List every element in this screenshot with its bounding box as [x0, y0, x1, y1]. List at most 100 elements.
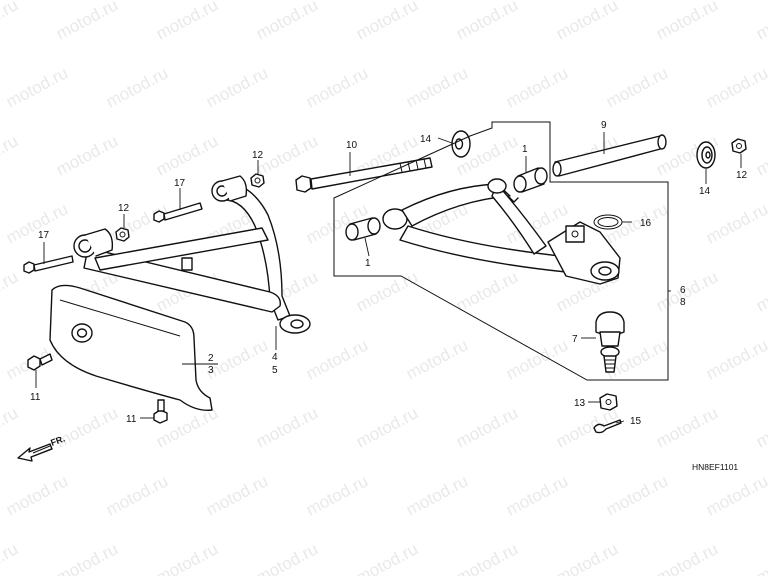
- watermark-text: motod.ru: [303, 471, 371, 519]
- watermark-text: motod.ru: [603, 199, 671, 247]
- watermark-text: motod.ru: [103, 199, 171, 247]
- watermark-text: motod.ru: [53, 131, 121, 179]
- callout-13: 13: [574, 398, 586, 409]
- callout-15: 15: [630, 416, 642, 427]
- callout-4: 4: [272, 352, 278, 363]
- watermark-text: motod.ru: [453, 0, 521, 44]
- callout-12-right: 12: [736, 170, 748, 181]
- watermark-text: motod.ru: [653, 0, 721, 44]
- direction-label: FR.: [49, 434, 66, 448]
- watermark-text: motod.ru: [253, 539, 321, 576]
- assembly-6-8-bracket: [333, 121, 669, 381]
- watermark-text: motod.ru: [553, 539, 621, 576]
- watermark-text: motod.ru: [603, 471, 671, 519]
- pivot-shaft-9: [552, 134, 667, 177]
- left-fasteners: [23, 173, 265, 424]
- watermark-text: motod.ru: [703, 199, 768, 247]
- watermark-text: motod.ru: [353, 267, 421, 315]
- pivot-bolt-10: [295, 157, 433, 193]
- skid-guard: [49, 284, 213, 411]
- watermark-text: motod.ru: [153, 0, 221, 44]
- watermark-text: motod.ru: [103, 63, 171, 111]
- callouts: 10 14 1 1 9 14 12 16 6 8 7 13 15 12 17 1…: [30, 120, 748, 427]
- callout-5: 5: [272, 365, 278, 376]
- watermark-text: motod.ru: [203, 471, 271, 519]
- watermark-text: motod.ru: [0, 0, 21, 44]
- washer-14-right: [696, 141, 716, 169]
- watermark-text: motod.ru: [153, 539, 221, 576]
- watermark-text: motod.ru: [53, 539, 121, 576]
- watermark-text: motod.ru: [0, 539, 21, 576]
- watermark-text: motod.ru: [303, 335, 371, 383]
- watermark-text: motod.ru: [453, 539, 521, 576]
- front-direction-arrow: FR.: [17, 434, 66, 462]
- bushing-1-front: [345, 217, 381, 241]
- callout-10: 10: [346, 140, 358, 151]
- callout-14-right: 14: [699, 186, 711, 197]
- watermark-text: motod.ru: [403, 335, 471, 383]
- watermark-text: motod.ru: [653, 539, 721, 576]
- circlip-16: [593, 214, 623, 230]
- castle-nut-13: [599, 393, 618, 411]
- watermark-text: motod.ru: [253, 403, 321, 451]
- watermark-text: motod.ru: [253, 131, 321, 179]
- callout-3: 3: [208, 365, 214, 376]
- watermark-text: motod.ru: [753, 403, 768, 451]
- watermark-text: motod.ru: [653, 403, 721, 451]
- diagram-code: HN8EF1101: [692, 462, 738, 472]
- callout-11-bottom: 11: [126, 414, 137, 425]
- watermark-text: motod.ru: [453, 403, 521, 451]
- callout-6: 6: [680, 285, 686, 296]
- bushing-1-rear: [513, 167, 548, 193]
- callout-16: 16: [640, 218, 652, 229]
- callout-9: 9: [601, 120, 607, 131]
- watermark-text: motod.ru: [3, 63, 71, 111]
- ball-joint-7: [595, 311, 625, 373]
- watermark-text: motod.ru: [453, 267, 521, 315]
- watermark-text: motod.ru: [303, 63, 371, 111]
- watermark-text: motod.ru: [353, 539, 421, 576]
- watermark-text: motod.ru: [753, 131, 768, 179]
- watermark-text: motod.ru: [753, 539, 768, 576]
- watermark-text: motod.ru: [503, 63, 571, 111]
- callout-1-front: 1: [365, 258, 371, 269]
- watermark-text: motod.ru: [653, 267, 721, 315]
- callout-2: 2: [208, 353, 214, 364]
- callout-11-left: 11: [30, 392, 41, 403]
- callout-7: 7: [572, 334, 578, 345]
- nut-12-right: [731, 138, 747, 154]
- lower-a-arm: [382, 178, 621, 285]
- cotter-pin-15: [593, 419, 622, 434]
- callout-12-left: 12: [118, 203, 130, 214]
- watermark-text: motod.ru: [703, 471, 768, 519]
- watermark-text: motod.ru: [0, 403, 21, 451]
- callout-1-rear: 1: [522, 144, 528, 155]
- callout-14-upper: 14: [420, 134, 432, 145]
- watermark-text: motod.ru: [0, 267, 21, 315]
- callout-17-left: 17: [38, 230, 50, 241]
- watermark-text: motod.ru: [703, 63, 768, 111]
- washer-14-upper: [451, 130, 471, 158]
- watermark-text: motod.ru: [403, 471, 471, 519]
- watermark-text: motod.ru: [203, 63, 271, 111]
- watermark-text: motod.ru: [0, 131, 21, 179]
- watermark-text: motod.ru: [53, 0, 121, 44]
- watermark-text: motod.ru: [703, 335, 768, 383]
- watermark-text: motod.ru: [353, 403, 421, 451]
- leader-lines: [35, 132, 742, 424]
- upper-arm-assembly: [73, 175, 311, 334]
- callout-12-upper: 12: [252, 150, 264, 161]
- callout-8: 8: [680, 297, 686, 308]
- watermark-text: motod.ru: [253, 0, 321, 44]
- watermark-text: motod.ru: [753, 0, 768, 44]
- callout-17-upper: 17: [174, 178, 186, 189]
- watermark-text: motod.ru: [403, 63, 471, 111]
- watermark-text: motod.ru: [553, 0, 621, 44]
- watermark-text: motod.ru: [353, 0, 421, 44]
- watermark-text: motod.ru: [603, 63, 671, 111]
- watermark-text: motod.ru: [753, 267, 768, 315]
- watermark-text: motod.ru: [503, 335, 571, 383]
- watermark-text: motod.ru: [153, 131, 221, 179]
- watermark-text: motod.ru: [3, 471, 71, 519]
